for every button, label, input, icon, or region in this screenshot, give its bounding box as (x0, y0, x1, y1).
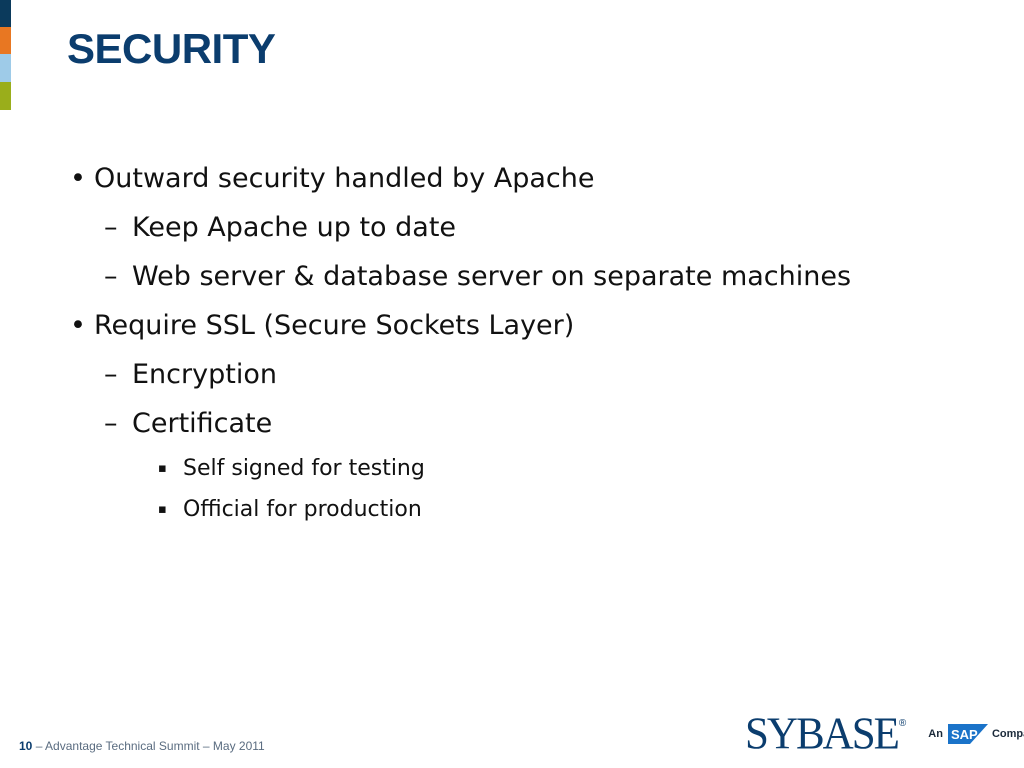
bullet-marker: – (104, 261, 118, 292)
bullet-item: ▪ Official for production (158, 497, 422, 522)
slide-footer: 10 – Advantage Technical Summit – May 20… (19, 739, 265, 753)
accent-bar-orange (0, 27, 11, 54)
footer-text: – Advantage Technical Summit – May 2011 (32, 739, 265, 753)
sap-logo-icon: SAP (947, 724, 988, 744)
bullet-text: Self signed for testing (183, 456, 425, 481)
bullet-text: Web server & database server on separate… (132, 261, 852, 292)
bullet-marker: • (70, 163, 86, 194)
bullet-item: ▪ Self signed for testing (158, 456, 425, 481)
bullet-item: • Outward security handled by Apache (70, 163, 594, 194)
bullet-text: Certificate (132, 408, 273, 439)
logo-suffix: Company (991, 728, 1024, 740)
accent-bar-light-blue (0, 54, 11, 82)
bullet-marker: – (104, 408, 118, 439)
bullet-item: – Certificate (104, 408, 272, 439)
sap-logo-text: SAP (951, 727, 978, 742)
accent-bar-green (0, 82, 11, 110)
bullet-text: Outward security handled by Apache (94, 163, 595, 194)
logo-prefix: An (928, 728, 943, 740)
bullet-item: – Keep Apache up to date (104, 212, 456, 243)
page-number: 10 (19, 739, 33, 753)
bullet-marker: • (70, 310, 86, 341)
bullet-item: – Web server & database server on separa… (104, 261, 851, 292)
slide-title: SECURITY (67, 25, 276, 72)
bullet-item: – Encryption (104, 359, 277, 390)
bullet-text: Official for production (183, 497, 422, 522)
registered-mark: ® (898, 718, 907, 729)
bullet-marker: ▪ (158, 461, 167, 476)
bullet-marker: ▪ (158, 502, 167, 517)
bullet-text: Keep Apache up to date (132, 212, 457, 243)
sybase-logo: SYBASE ® An SAP Company (745, 709, 1024, 759)
accent-bar-navy (0, 0, 11, 27)
bullet-marker: – (104, 212, 118, 243)
sybase-wordmark: SYBASE (745, 709, 900, 759)
bullet-item: • Require SSL (Secure Sockets Layer) (70, 310, 574, 341)
bullet-text: Require SSL (Secure Sockets Layer) (94, 310, 575, 341)
bullet-marker: – (104, 359, 118, 390)
bullet-text: Encryption (132, 359, 277, 390)
